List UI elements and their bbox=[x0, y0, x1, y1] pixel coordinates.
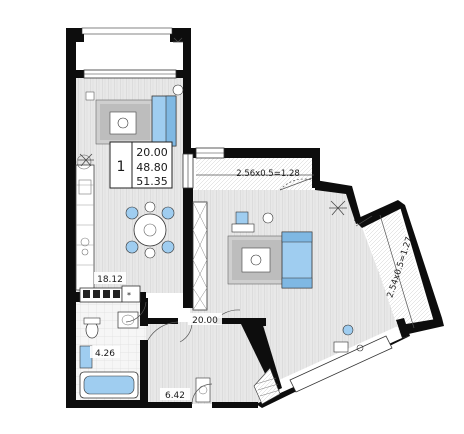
balcony-top-details bbox=[196, 174, 314, 191]
living-area: 20.00 bbox=[136, 146, 168, 159]
total-area-with-balconies: 51.35 bbox=[136, 175, 168, 188]
room-count: 1 bbox=[117, 159, 126, 175]
wardrobe bbox=[192, 201, 208, 311]
kitchen-living-area: 18.12 bbox=[97, 275, 123, 285]
bathroom-area: 4.26 bbox=[95, 349, 115, 359]
svg-text:*: * bbox=[127, 291, 131, 300]
fridge: * bbox=[121, 285, 141, 303]
dining-table bbox=[125, 201, 175, 259]
balcony-top-area: 2.56x0.5=1.28 bbox=[236, 169, 300, 179]
balcony-right-details bbox=[355, 214, 415, 329]
living-rug-sofa bbox=[76, 84, 184, 170]
area-summary-box: 1 20.00 48.80 51.35 bbox=[109, 141, 173, 189]
hallway-area: 6.42 bbox=[165, 391, 185, 401]
kitchen-counter bbox=[75, 164, 95, 291]
bedroom-area: 20.00 bbox=[192, 316, 218, 326]
total-area: 48.80 bbox=[136, 161, 168, 174]
stove bbox=[79, 287, 123, 303]
windows bbox=[81, 27, 225, 189]
hall-shoe-rack bbox=[195, 367, 281, 405]
bathroom-fixtures bbox=[79, 311, 139, 399]
bedroom-bed-rug bbox=[227, 211, 313, 289]
hallway-floor bbox=[146, 322, 268, 404]
plant-icons bbox=[78, 37, 347, 216]
desk-area bbox=[289, 324, 393, 393]
